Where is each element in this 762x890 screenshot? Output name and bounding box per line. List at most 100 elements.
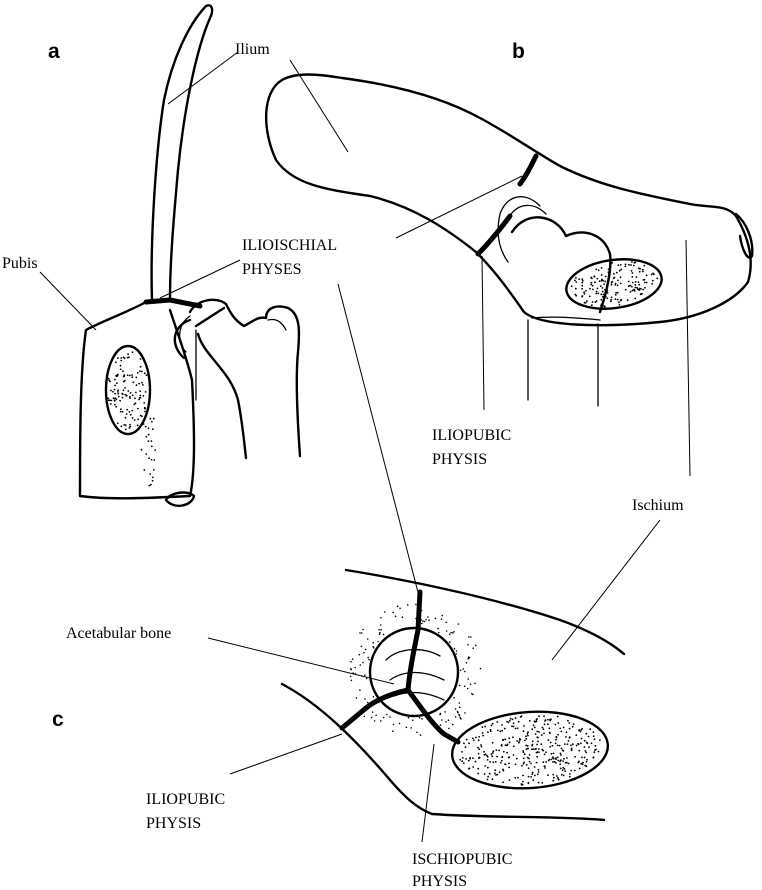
stipple-dot xyxy=(457,711,459,714)
stipple-dot xyxy=(475,644,477,647)
stipple-dot xyxy=(494,769,497,772)
label-pubis: Pubis xyxy=(2,255,38,272)
stipple-dot xyxy=(354,666,357,669)
stipple-dot xyxy=(570,744,572,747)
stipple-dot xyxy=(565,731,568,734)
leader-ilioischial-b xyxy=(395,175,523,239)
stipple-dot xyxy=(109,403,112,405)
stipple-dot xyxy=(531,771,534,774)
stipple-dot xyxy=(568,737,571,739)
stipple-dot xyxy=(464,712,466,714)
stipple-dot xyxy=(533,766,536,768)
femoral-neck-a xyxy=(196,332,248,460)
stipple-dot xyxy=(543,723,546,726)
stipple-dot xyxy=(450,631,452,634)
stipple-dot xyxy=(530,762,532,765)
leader-ischium-b xyxy=(685,239,691,477)
stipple-dot xyxy=(425,619,427,621)
stipple-dot xyxy=(574,755,576,758)
stipple-dot xyxy=(518,741,520,744)
stipple-dot xyxy=(126,374,129,377)
stipple-dot xyxy=(375,714,377,717)
stipple-dot xyxy=(150,440,153,442)
stipple-dot xyxy=(643,281,646,284)
stipple-dot xyxy=(554,723,557,726)
stipple-dot xyxy=(585,741,588,744)
stipple-dot xyxy=(536,718,538,720)
stipple-dot xyxy=(451,632,454,634)
stipple-dot xyxy=(420,609,423,612)
stipple-dot xyxy=(537,781,540,784)
stipple-dot xyxy=(635,276,638,278)
stipple-dot xyxy=(144,391,147,393)
obturator-foramen-b xyxy=(565,258,663,310)
stipple-dot xyxy=(614,282,617,285)
stipple-dot xyxy=(594,749,596,751)
stipple-dot xyxy=(528,719,531,722)
stipple-dot xyxy=(610,298,613,301)
stipple-dot xyxy=(144,410,146,413)
stipple-dot xyxy=(581,278,584,280)
stipple-dot xyxy=(114,397,117,400)
stipple-dot xyxy=(500,744,503,747)
stipple-dot xyxy=(542,728,545,731)
stipple-dot xyxy=(139,365,142,368)
stipple-dot xyxy=(526,744,529,747)
acetabulum-inner-a xyxy=(179,315,191,353)
stipple-dot xyxy=(139,414,142,417)
stipple-dot xyxy=(562,726,565,729)
stipple-dot xyxy=(509,717,512,720)
label-ischiopubic-line2: PHYSIS xyxy=(412,873,467,890)
stipple-dot xyxy=(644,286,646,289)
stipple-dot xyxy=(380,629,382,631)
stipple-dot xyxy=(150,445,153,448)
stipple-dot xyxy=(468,742,470,745)
stipple-dot xyxy=(508,762,510,765)
stipple-dot xyxy=(563,743,566,745)
stipple-dot xyxy=(486,756,489,758)
stipple-dot xyxy=(129,392,132,394)
stipple-dot xyxy=(557,778,560,781)
stipple-dot xyxy=(527,775,530,778)
stipple-dot xyxy=(633,290,636,292)
stipple-dot xyxy=(107,397,110,400)
ischium-tip-b xyxy=(734,212,754,259)
stipple-dot xyxy=(492,750,495,753)
stipple-dot xyxy=(583,291,585,294)
stipple-dot xyxy=(609,300,612,303)
stipple-dot xyxy=(119,399,121,402)
stipple-dot xyxy=(479,667,482,670)
stipple-dot xyxy=(553,760,556,763)
stipple-dot xyxy=(518,740,521,742)
stipple-dot xyxy=(122,389,125,392)
femoral-physis-b xyxy=(531,316,601,321)
stipple-dot xyxy=(560,754,562,756)
stipple-dot xyxy=(568,722,571,724)
stipple-dot xyxy=(142,423,145,425)
stipple-dot xyxy=(630,270,633,272)
stipple-dot xyxy=(562,766,565,769)
stipple-dot xyxy=(607,271,610,274)
stipple-dot xyxy=(580,742,582,745)
stipple-dot xyxy=(553,776,555,779)
stipple-dot xyxy=(464,670,466,673)
stipple-dot xyxy=(129,397,131,399)
stipple-dot xyxy=(364,698,366,700)
stipple-dot xyxy=(552,779,555,782)
stipple-dot xyxy=(131,417,134,419)
stipple-dot xyxy=(618,269,621,272)
stipple-dot xyxy=(651,283,653,285)
stipple-dot xyxy=(571,743,574,746)
stipple-dot xyxy=(486,778,489,781)
stipple-dot xyxy=(138,397,141,399)
stipple-dot xyxy=(477,767,480,770)
stipple-dot xyxy=(631,276,634,278)
stipple-dot xyxy=(560,773,563,776)
stipple-dot xyxy=(117,392,120,395)
stipple-dot xyxy=(359,664,362,666)
stipple-dot xyxy=(541,726,544,729)
stipple-dot xyxy=(437,627,439,630)
stipple-dot xyxy=(528,757,530,760)
label-iliopubic-c-line2: PHYSIS xyxy=(146,815,201,832)
